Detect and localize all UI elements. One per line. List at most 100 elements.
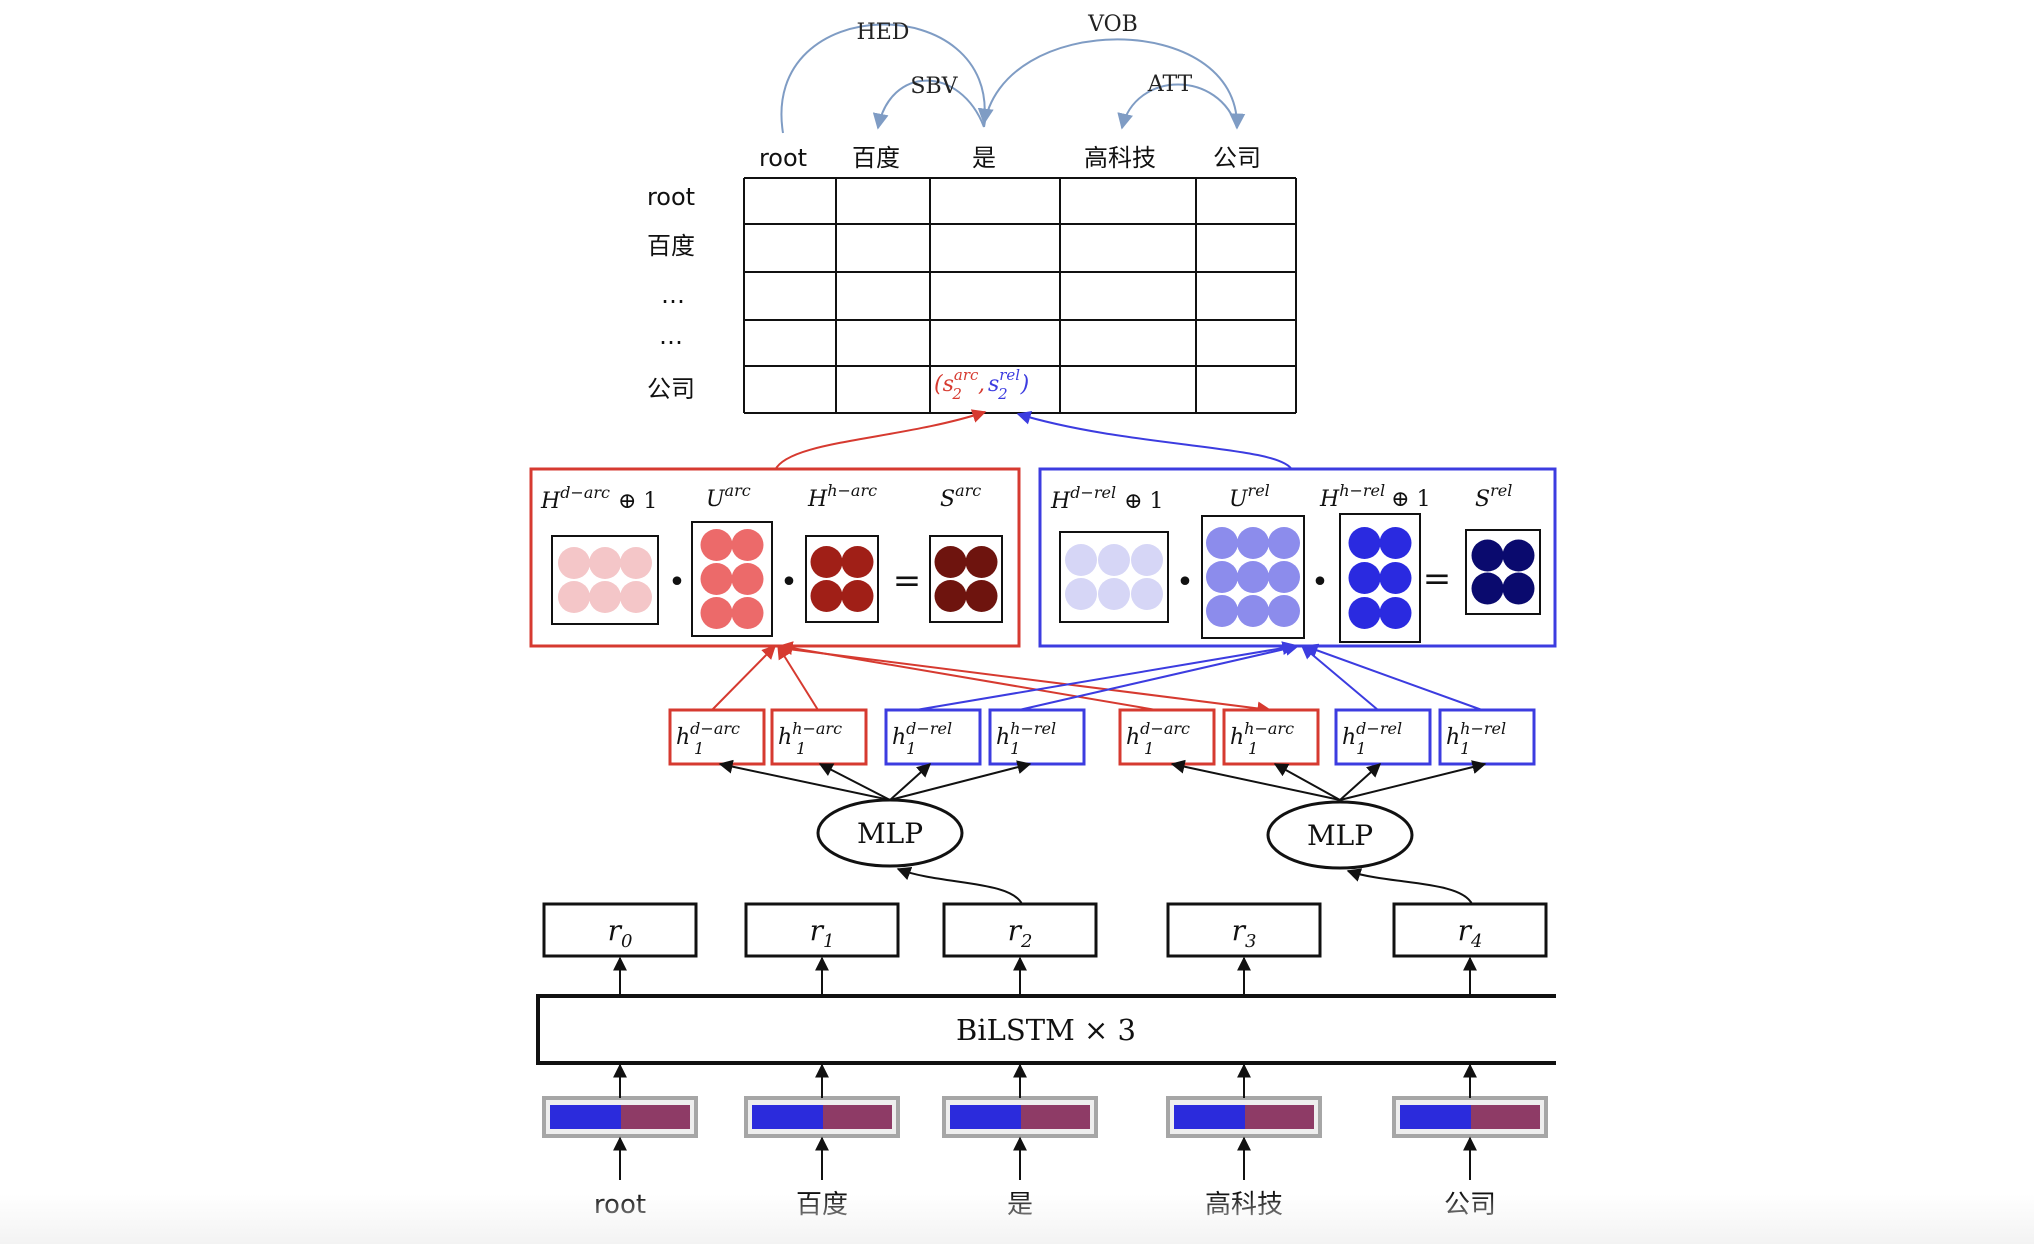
rel-h-dep-matrix-cell: [1131, 544, 1163, 576]
mlp-to-h-arrows: [718, 759, 1487, 801]
arc-h-dep-matrix-cell: [620, 547, 652, 579]
r-vector-label: r3: [1232, 914, 1257, 952]
rel-h-dep-matrix-cell: [1131, 578, 1163, 610]
mlp-right-label: MLP: [1307, 819, 1373, 852]
rel-u-matrix-cell: [1268, 527, 1300, 559]
rel-h-head-matrix-cell: [1379, 597, 1412, 629]
r4-to-mlp-arrow: [1346, 868, 1473, 905]
rel-h-dep-matrix-cell: [1098, 544, 1130, 576]
rel-s-matrix: [1465, 529, 1541, 615]
rel-h-head-matrix-cell: [1348, 562, 1381, 594]
arc-u-matrix-cell: [700, 563, 733, 595]
rel-u-matrix-cell: [1268, 595, 1300, 627]
rel-dot-2: •: [1311, 565, 1329, 600]
r-vector-frame: [1392, 902, 1548, 958]
arc-h-head-matrix-cell: [841, 546, 874, 578]
rel-dot-1: •: [1176, 565, 1194, 600]
arc-equals: =: [893, 561, 922, 601]
rel-equals: =: [1423, 559, 1452, 599]
arc-label-att: ATT: [1147, 72, 1193, 97]
arc-sbv: [872, 79, 985, 130]
arc-term-h-dep: Hd−arc⊕ 1: [540, 483, 657, 514]
arc-matrices: [551, 521, 1003, 637]
mlp-left-label: MLP: [857, 817, 923, 850]
arc-dot-2: •: [780, 565, 798, 600]
rel-term-u: Urel: [1229, 481, 1270, 512]
arc-h-head-matrix-cell: [841, 580, 874, 612]
arc-u-matrix-cell: [700, 529, 733, 561]
h-vector-frame: [1334, 708, 1432, 766]
rel-h-head-matrix: [1339, 513, 1421, 643]
rel-term-h-dep: Hd−rel⊕ 1: [1050, 483, 1164, 514]
h-to-biaffine-arrows: [711, 641, 1483, 716]
h-vector-frame: [1118, 708, 1216, 766]
arc-s-matrix-cell: [965, 546, 998, 578]
r-vector-0: r0: [542, 902, 698, 958]
bilstm-block: BiLSTM × 3: [536, 994, 1556, 1065]
arc-h-dep-matrix-cell: [589, 547, 621, 579]
arc-h-dep-matrix-cell: [620, 581, 652, 613]
arc-s-matrix-cell: [934, 580, 967, 612]
r-vector-1: r1: [744, 902, 900, 958]
rel-h-head-matrix-cell: [1348, 527, 1381, 559]
matrix-column-tokens: root 百度 是 高科技 公司: [759, 144, 1261, 172]
arc-h-dep-matrix-cell: [558, 581, 590, 613]
r-vector-frame: [542, 902, 698, 958]
word-embedding: [752, 1105, 823, 1129]
arc-u-matrix-cell: [700, 597, 733, 629]
r-vector-3: r3: [1166, 902, 1322, 958]
h-vector-frame: [1438, 708, 1536, 766]
arc-u-matrix-cell: [731, 563, 764, 595]
arc-dot-1: •: [668, 565, 686, 600]
matrix-row-labels: root 百度 … … 公司: [647, 183, 695, 403]
rel-h-head-matrix-cell: [1379, 562, 1412, 594]
r-vector-frame: [744, 902, 900, 958]
rel-h-head-matrix-cell: [1348, 597, 1381, 629]
rel-operators: • • =: [1176, 559, 1451, 600]
col-token-root: root: [759, 144, 807, 172]
arc-label-hed: HED: [857, 20, 910, 45]
rel-s-matrix-cell: [1502, 539, 1535, 572]
rel-u-matrix: [1201, 515, 1305, 639]
embedding-0: [542, 1096, 698, 1138]
row-label-ellipsis-1: …: [661, 281, 685, 309]
r-vector-4: r4: [1392, 902, 1548, 958]
score-matrix-grid: [743, 177, 1297, 414]
rel-term-s: Srel: [1475, 481, 1512, 512]
arc-s-matrix-cell: [934, 546, 967, 578]
r-vector-label: r4: [1458, 914, 1483, 952]
rel-u-matrix-cell: [1206, 561, 1238, 593]
char-embedding: [621, 1105, 690, 1129]
arc-h-head-matrix-cell: [810, 546, 843, 578]
rel-s-matrix-cell: [1471, 539, 1504, 572]
row-label-gongsi: 公司: [647, 375, 695, 403]
embedding-3: [1166, 1096, 1322, 1138]
r2-to-mlp-arrow: [896, 866, 1023, 905]
r-vector-label: r0: [608, 914, 633, 952]
h-vector-frame: [668, 708, 766, 766]
bilstm-label: BiLSTM × 3: [956, 1013, 1136, 1047]
rel-h-dep-matrix-cell: [1065, 578, 1097, 610]
word-embedding: [550, 1105, 621, 1129]
arc-s-matrix: [929, 535, 1003, 623]
rel-h-head-matrix-cell: [1379, 527, 1412, 559]
rel-u-matrix-cell: [1206, 595, 1238, 627]
rel-h-dep-matrix-cell: [1098, 578, 1130, 610]
rel-u-matrix-cell: [1237, 561, 1269, 593]
rel-s-matrix-frame: [1465, 529, 1541, 615]
embedding-4: [1392, 1096, 1548, 1138]
arc-h-dep-matrix-cell: [558, 547, 590, 579]
